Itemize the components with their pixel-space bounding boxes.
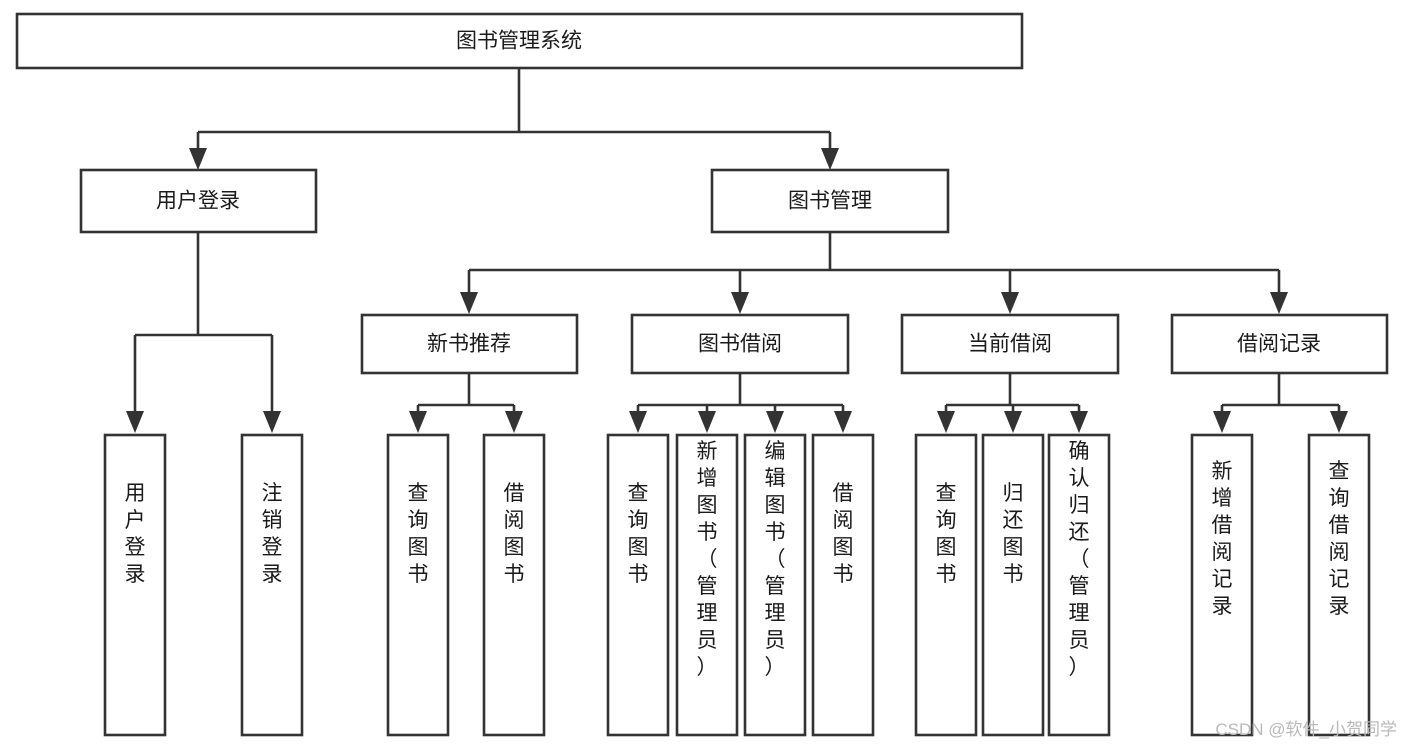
leaf-current-borrow-2-box[interactable] bbox=[981, 433, 1045, 737]
node-book-borrow-label: 图书借阅 bbox=[698, 333, 782, 356]
leaf-user-login-1-box[interactable] bbox=[103, 433, 167, 737]
leaf-book-borrow-2-box[interactable] bbox=[675, 433, 739, 737]
connector-group-book-borrow bbox=[629, 373, 852, 433]
leaf-borrow-record-2-box[interactable] bbox=[1307, 433, 1371, 737]
leaf-book-borrow-3[interactable]: 编辑图书（管理员） bbox=[743, 433, 807, 737]
leaf-book-borrow-1-label: 查询图书 bbox=[628, 482, 649, 586]
arrow-icon-userlogin-leaf-2 bbox=[263, 411, 281, 433]
arrow-icon-bookborrow-leaf-3 bbox=[766, 411, 784, 433]
leaf-book-borrow-4-label: 借阅图书 bbox=[833, 482, 854, 586]
node-user-login[interactable]: 用户登录 bbox=[79, 168, 318, 234]
leaf-new-book-1-label: 查询图书 bbox=[408, 482, 429, 586]
leaf-current-borrow-2[interactable]: 归还图书 bbox=[981, 433, 1045, 737]
leaf-new-book-2[interactable]: 借阅图书 bbox=[482, 433, 546, 737]
connector-group-current-borrow bbox=[937, 373, 1088, 433]
node-book-borrow[interactable]: 图书借阅 bbox=[630, 313, 850, 375]
leaf-book-borrow-1[interactable]: 查询图书 bbox=[606, 433, 670, 737]
leaf-user-login-2[interactable]: 注销登录 bbox=[240, 433, 304, 737]
arrow-icon-bookborrow-leaf-2 bbox=[698, 411, 716, 433]
arrow-icon-currentborrow-leaf-3 bbox=[1070, 411, 1088, 433]
leaf-borrow-record-1[interactable]: 新增借阅记录 bbox=[1190, 433, 1254, 737]
leaf-current-borrow-1[interactable]: 查询图书 bbox=[914, 433, 978, 737]
arrow-icon-currentborrow-leaf-2 bbox=[1004, 411, 1022, 433]
arrow-icon-borrowrecord-leaf-2 bbox=[1330, 411, 1348, 433]
leaf-new-book-1-box[interactable] bbox=[386, 433, 450, 737]
arrow-icon-newbook-leaf-2 bbox=[505, 411, 523, 433]
connector-group-book-manage bbox=[460, 232, 1288, 314]
node-book-manage[interactable]: 图书管理 bbox=[710, 168, 950, 234]
arrow-icon-bookborrow-leaf-1 bbox=[629, 411, 647, 433]
node-new-book-recommend-box[interactable] bbox=[360, 313, 579, 375]
arrow-icon-to-borrow-record bbox=[1270, 292, 1288, 314]
leaf-book-borrow-4[interactable]: 借阅图书 bbox=[811, 433, 875, 737]
leaf-user-login-2-label: 注销登录 bbox=[262, 482, 283, 586]
arrow-icon-userlogin-leaf-1 bbox=[126, 411, 144, 433]
leaf-user-login-1[interactable]: 用户登录 bbox=[103, 433, 167, 737]
node-new-book-recommend[interactable]: 新书推荐 bbox=[360, 313, 579, 375]
leaf-book-borrow-3-label: 编辑图书（管理员） bbox=[765, 440, 786, 679]
arrow-icon-to-user-login bbox=[189, 148, 207, 170]
leaf-current-borrow-2-label: 归还图书 bbox=[1003, 482, 1024, 586]
arrow-icon-to-new-book bbox=[460, 292, 478, 314]
node-root-box[interactable] bbox=[15, 12, 1024, 70]
leaf-current-borrow-3[interactable]: 确认归还（管理员） bbox=[1047, 433, 1111, 737]
connector-group-borrow-record bbox=[1213, 373, 1348, 433]
arrow-icon-to-current-borrow bbox=[1001, 292, 1019, 314]
arrow-icon-borrowrecord-leaf-1 bbox=[1213, 411, 1231, 433]
csdn-watermark: CSDN @软件_小贺同学 bbox=[1215, 720, 1397, 739]
leaf-book-borrow-1-box[interactable] bbox=[606, 433, 670, 737]
arrow-icon-currentborrow-leaf-1 bbox=[937, 411, 955, 433]
node-root-label: 图书管理系统 bbox=[456, 30, 582, 53]
node-current-borrow-label: 当前借阅 bbox=[968, 333, 1052, 356]
node-borrow-record-box[interactable] bbox=[1170, 313, 1389, 375]
node-current-borrow[interactable]: 当前借阅 bbox=[900, 313, 1120, 375]
leaf-current-borrow-1-label: 查询图书 bbox=[936, 482, 957, 586]
leaf-book-borrow-2-label: 新增图书（管理员） bbox=[697, 440, 718, 679]
leaf-book-borrow-4-box[interactable] bbox=[811, 433, 875, 737]
leaf-new-book-2-box[interactable] bbox=[482, 433, 546, 737]
leaf-borrow-record-1-label: 新增借阅记录 bbox=[1212, 460, 1233, 618]
leaf-book-borrow-3-box[interactable] bbox=[743, 433, 807, 737]
leaf-current-borrow-3-label: 确认归还（管理员） bbox=[1069, 440, 1090, 679]
leaf-new-book-1[interactable]: 查询图书 bbox=[386, 433, 450, 737]
leaf-user-login-1-label: 用户登录 bbox=[125, 482, 146, 586]
arrow-icon-to-book-borrow bbox=[731, 292, 749, 314]
node-book-borrow-box[interactable] bbox=[630, 313, 850, 375]
leaf-current-borrow-3-box[interactable] bbox=[1047, 433, 1111, 737]
leaf-borrow-record-2-label: 查询借阅记录 bbox=[1329, 460, 1350, 618]
node-user-login-box[interactable] bbox=[79, 168, 318, 234]
arrow-icon-bookborrow-leaf-4 bbox=[834, 411, 852, 433]
node-borrow-record-label: 借阅记录 bbox=[1237, 333, 1321, 356]
leaf-book-borrow-2[interactable]: 新增图书（管理员） bbox=[675, 433, 739, 737]
node-root[interactable]: 图书管理系统 bbox=[15, 12, 1024, 70]
connector-group-user-login bbox=[126, 232, 281, 433]
leaf-borrow-record-2[interactable]: 查询借阅记录 bbox=[1307, 433, 1371, 737]
leaf-new-book-2-label: 借阅图书 bbox=[504, 482, 525, 586]
node-current-borrow-box[interactable] bbox=[900, 313, 1120, 375]
leaf-user-login-2-box[interactable] bbox=[240, 433, 304, 737]
connector-group-new-book bbox=[409, 373, 523, 433]
node-user-login-label: 用户登录 bbox=[156, 190, 240, 213]
leaf-borrow-record-1-box[interactable] bbox=[1190, 433, 1254, 737]
arrow-icon-newbook-leaf-1 bbox=[409, 411, 427, 433]
node-borrow-record[interactable]: 借阅记录 bbox=[1170, 313, 1389, 375]
leaf-current-borrow-1-box[interactable] bbox=[914, 433, 978, 737]
node-new-book-recommend-label: 新书推荐 bbox=[427, 333, 511, 356]
node-book-manage-box[interactable] bbox=[710, 168, 950, 234]
node-book-manage-label: 图书管理 bbox=[788, 190, 872, 213]
connector-group-root bbox=[189, 68, 839, 170]
arrow-icon-to-book-manage bbox=[821, 148, 839, 170]
